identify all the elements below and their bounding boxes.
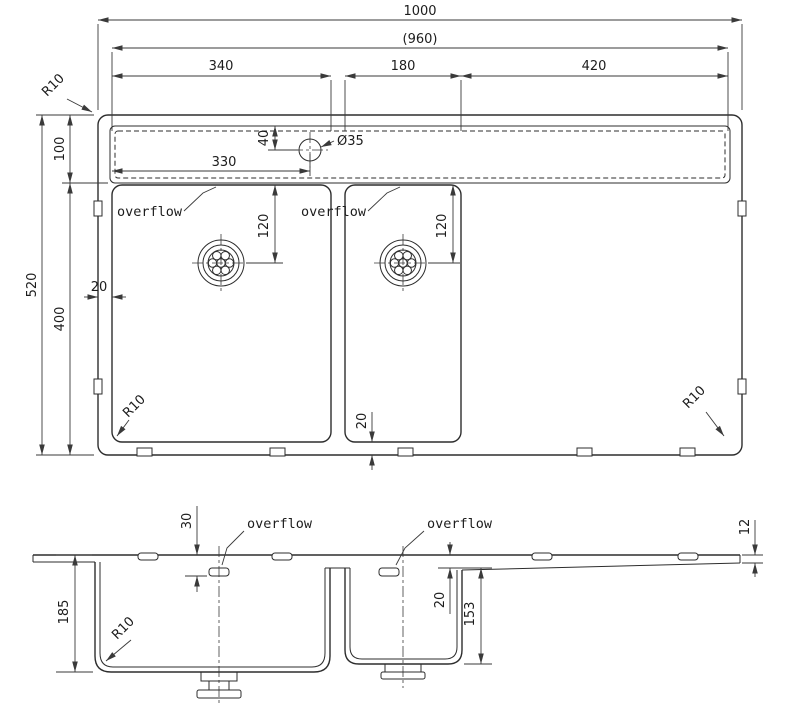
dim-side-clearance-label: 20: [91, 280, 108, 295]
radius-top-left: R10: [39, 71, 93, 113]
radius-bottom-left-label: R10: [120, 392, 149, 421]
dim-tap-hole-setback-label: 40: [257, 130, 272, 147]
dim-edge-height-label: 12: [738, 519, 753, 536]
left-drain-fitting: [196, 671, 242, 699]
plan-view: 1000 (960) 340 180 420: [25, 4, 747, 470]
hidden-rim-edge: [114, 130, 726, 179]
section-left-bowl-outer: [94, 562, 331, 673]
dim-drain-setback-left: 120: [246, 185, 283, 264]
dim-tap-hole-offset: 330: [112, 154, 311, 176]
dim-side-clearance: 20: [84, 280, 126, 300]
dim-middle-width-label: 180: [391, 59, 416, 74]
dim-drain-setback-left-label: 120: [257, 214, 272, 239]
dim-overflow-drop-label: 30: [180, 513, 195, 530]
plan-overflow-right: overflow: [301, 186, 401, 220]
left-drain: [191, 233, 251, 293]
mounting-clips: [93, 200, 747, 457]
drainboard-underside: [461, 562, 741, 571]
section-right-bowl-inner: [349, 568, 458, 660]
plan-overflow-left: overflow: [117, 186, 217, 220]
dim-inner-width-label: (960): [403, 32, 438, 47]
section-left-bowl-inner: [99, 562, 326, 668]
dim-overall-width: 1000: [97, 4, 743, 110]
dim-overall-width-label: 1000: [403, 4, 436, 19]
dim-depths: 520 100 400: [25, 114, 108, 456]
dim-tap-hole-offset-label: 330: [212, 155, 237, 170]
dim-step-height: 20: [433, 542, 492, 614]
dim-bowl-depth-label: 400: [53, 307, 68, 332]
section-view: 30 overflow overflow 12 185: [32, 506, 763, 703]
dim-rim-depth-label: 100: [53, 137, 68, 162]
section-right-bowl-outer: [344, 568, 463, 665]
dim-bottom-clearance-label: 20: [355, 413, 370, 430]
right-bowl: [344, 184, 462, 443]
dim-overflow-drop: 30: [180, 506, 207, 592]
dim-overall-depth-label: 520: [25, 273, 40, 298]
dim-drain-setback-right: 120: [428, 185, 460, 264]
plan-sink-outline: [97, 114, 743, 456]
dim-tap-hole-diameter-label: Ø35: [337, 134, 364, 149]
dim-drainboard-width-label: 420: [582, 59, 607, 74]
section-overflow-left-label: overflow: [247, 516, 313, 532]
section-overflow-right: overflow: [395, 516, 493, 566]
radius-bottom-right: R10: [680, 383, 725, 437]
dim-right-bowl-depth-label: 153: [463, 602, 478, 627]
dim-edge-height: 12: [738, 519, 763, 577]
dim-left-bowl-width-label: 340: [209, 59, 234, 74]
dim-left-bowl-depth-label: 185: [57, 600, 72, 625]
dim-right-bowl-depth: 153: [463, 568, 492, 665]
left-bowl: [111, 184, 332, 443]
dim-tap-hole-diameter: Ø35: [320, 134, 364, 149]
dim-bowl-widths: 340 180 420: [112, 59, 728, 131]
right-drain-fitting: [380, 663, 426, 680]
radius-top-left-label: R10: [39, 71, 68, 100]
dim-left-bowl-depth: 185: [56, 554, 93, 673]
overflow-right-label: overflow: [301, 204, 367, 220]
dim-bottom-clearance: 20: [355, 412, 375, 470]
dim-inner-width: (960): [111, 32, 729, 131]
section-overflow-right-label: overflow: [427, 516, 493, 532]
radius-bottom-right-label: R10: [680, 383, 709, 412]
section-bottom-radius-label: R10: [109, 614, 138, 643]
radius-bottom-left: R10: [116, 392, 149, 437]
section-overflow-left: overflow: [221, 516, 313, 566]
section-bottom-radius: R10: [105, 614, 138, 662]
dim-tap-hole-setback: 40: [257, 126, 298, 151]
overflow-slot-right: [378, 567, 400, 577]
dim-drain-setback-right-label: 120: [435, 214, 450, 239]
overflow-left-label: overflow: [117, 204, 183, 220]
right-drain: [373, 233, 433, 293]
dim-step-height-label: 20: [433, 592, 448, 609]
